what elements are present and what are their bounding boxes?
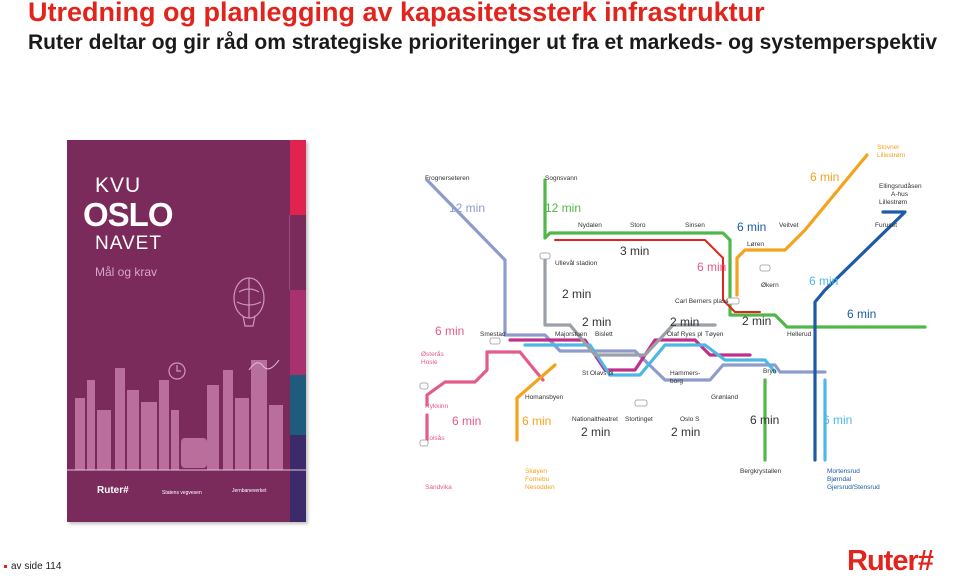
station-label: Østerås	[421, 350, 445, 358]
station-label: Sinsen	[685, 222, 705, 229]
page-number-text: av side 114	[11, 561, 62, 572]
line-pink	[425, 350, 545, 407]
station-label: Oslo S	[680, 416, 700, 423]
travel-time: 6 min	[452, 414, 481, 428]
line-lavender	[425, 178, 827, 382]
travel-time: 2 min	[742, 314, 771, 328]
station-label: Rykkinn	[425, 403, 449, 410]
cover-partner-1: Statens vegvesen	[162, 490, 202, 496]
station-marker	[539, 252, 551, 260]
station-label: Homansbyen	[525, 394, 564, 401]
cover-navet: NAVET	[95, 233, 162, 254]
station-label: Ellingsrudåsen	[879, 182, 922, 190]
station-label: St Olavs pl	[582, 370, 614, 377]
station-marker	[634, 399, 648, 407]
cover-tab-3	[290, 290, 306, 375]
station-label: Nesodden	[525, 484, 555, 491]
ruter-logo: Ruter#	[847, 545, 934, 577]
station-label: Tøyen	[705, 331, 724, 338]
line-gray	[543, 258, 717, 357]
travel-time: 2 min	[562, 287, 591, 301]
travel-time: 3 min	[620, 244, 649, 258]
station-label: Veitvet	[779, 222, 799, 229]
page-title: Utredning og planlegging av kapasitetsst…	[28, 0, 765, 27]
station-label: Frognerseteren	[425, 175, 470, 182]
page-subtitle: Ruter deltar og gir råd om strategiske p…	[28, 31, 938, 54]
travel-time: 6 min	[435, 324, 464, 338]
travel-time: 6 min	[809, 274, 838, 288]
cover-tab-5	[290, 435, 306, 522]
station-label: Bjørndal	[827, 476, 852, 483]
station-label: Hellerud	[787, 331, 812, 338]
station-label: Løren	[747, 241, 764, 248]
cover-tab-4	[290, 375, 306, 435]
station-label: Nydalen	[578, 222, 602, 229]
cover-partner-2: Jernbaneverket	[232, 488, 267, 494]
page-number: av side 114	[4, 561, 61, 572]
cover-kvu: KVU	[95, 174, 142, 197]
station-label: Hosle	[421, 359, 438, 366]
travel-time: 6 min	[750, 413, 779, 427]
station-label: Stovner	[877, 144, 900, 151]
station-label: Sandvika	[425, 484, 452, 491]
station-label: Furuset	[875, 222, 897, 229]
station-marker	[419, 439, 429, 447]
line-orange	[735, 153, 869, 297]
station-label: Bislett	[595, 331, 613, 338]
station-label: Smestad	[480, 331, 506, 338]
station-marker	[419, 382, 429, 390]
station-label: Nationaltheatret	[572, 416, 618, 423]
travel-time: 2 min	[670, 315, 699, 329]
station-label: Majorstuen	[555, 331, 588, 338]
cover-tab-1	[290, 140, 306, 215]
station-marker	[759, 264, 771, 272]
station-label: Stortinget	[625, 416, 653, 423]
travel-time: 12 min	[449, 201, 485, 215]
travel-time: 12 min	[545, 201, 581, 215]
station-label: Grønland	[711, 394, 738, 401]
station-label: Økern	[761, 282, 779, 289]
station-marker	[726, 297, 740, 305]
line-orange-south	[515, 363, 557, 442]
cover-subtitle: Mål og krav	[95, 265, 158, 279]
station-label: Storo	[630, 222, 646, 229]
metro-network-map: Frognerseteren Sognsvann Stovner Lillest…	[419, 144, 927, 491]
travel-time: 6 min	[847, 307, 876, 321]
travel-time: 6 min	[737, 220, 766, 234]
travel-time: 6 min	[522, 414, 551, 428]
travel-time: 2 min	[671, 425, 700, 439]
travel-time: 6 min	[823, 413, 852, 427]
station-label: Hammers-	[670, 370, 700, 377]
report-cover: KVU OSLO NAVET Mål og krav	[67, 140, 306, 522]
station-label: A-hus	[891, 191, 909, 198]
travel-time: 6 min	[697, 260, 726, 274]
station-label: Carl Berners plass	[675, 298, 729, 305]
station-label: Skøyen	[525, 468, 547, 475]
station-label: Fornebu	[525, 476, 550, 483]
station-label: Mortensrud	[827, 468, 860, 475]
cover-oslo: OSLO	[83, 196, 174, 233]
station-marker	[489, 337, 501, 345]
cover-brand-logo: Ruter#	[97, 485, 129, 496]
cover-tab-2	[289, 215, 306, 290]
cover-illustration	[67, 277, 306, 471]
station-label: Lillestrøm	[877, 152, 905, 159]
station-label: Kolsås	[425, 434, 445, 442]
travel-time: 2 min	[582, 315, 611, 329]
travel-time: 6 min	[810, 170, 839, 184]
station-label: Bergkrystallen	[740, 468, 782, 475]
station-label: Gjersrud/Stensrud	[827, 484, 880, 491]
line-green	[543, 178, 927, 329]
station-label: Sognsvann	[545, 175, 578, 182]
line-red	[554, 239, 761, 313]
line-blue	[813, 210, 907, 462]
station-label: Lillestrøm	[879, 199, 907, 206]
station-label: borg	[670, 378, 683, 385]
travel-time: 2 min	[581, 425, 610, 439]
station-label: Olaf Ryes pl	[667, 331, 703, 338]
bullet-dot	[4, 564, 7, 568]
station-label: Bryn	[763, 368, 777, 375]
station-label: Ullevål stadion	[555, 259, 598, 267]
